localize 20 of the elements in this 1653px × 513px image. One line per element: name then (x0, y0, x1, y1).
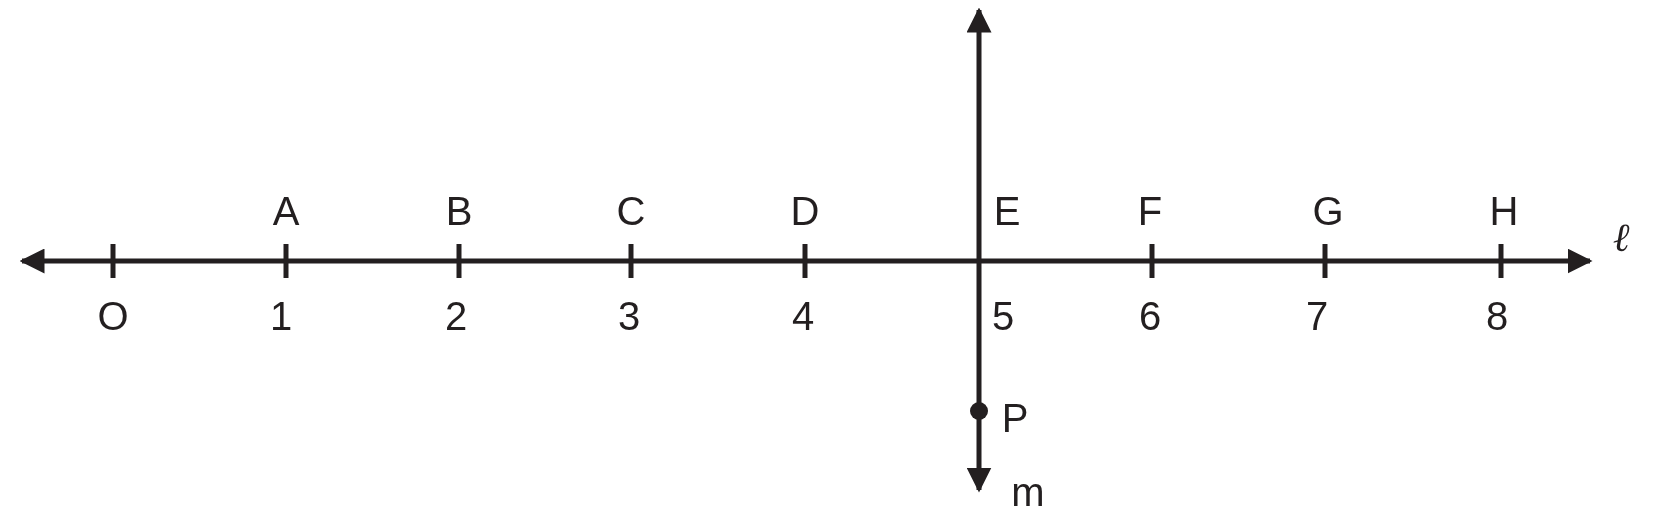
point-label: P (1001, 398, 1029, 438)
tick-label: 8 (1485, 296, 1509, 336)
tick-label: 1 (269, 296, 293, 336)
point-label: F (1137, 191, 1163, 231)
tick-label: 7 (1305, 296, 1329, 336)
tick-label: 6 (1138, 296, 1162, 336)
line-label: m (1011, 472, 1045, 512)
point-label: H (1489, 191, 1519, 231)
line-label: ℓ (1612, 218, 1630, 258)
point-label: C (616, 191, 646, 231)
tick-label: 3 (617, 296, 641, 336)
tick-label: 2 (444, 296, 468, 336)
tick-label: 5 (991, 296, 1015, 336)
point-label: D (790, 191, 820, 231)
point-label: B (445, 191, 473, 231)
tick-label: 4 (791, 296, 815, 336)
tick-label: O (97, 296, 129, 336)
point-label: E (993, 191, 1021, 231)
point-label: G (1312, 191, 1344, 231)
point-label: A (272, 191, 300, 231)
